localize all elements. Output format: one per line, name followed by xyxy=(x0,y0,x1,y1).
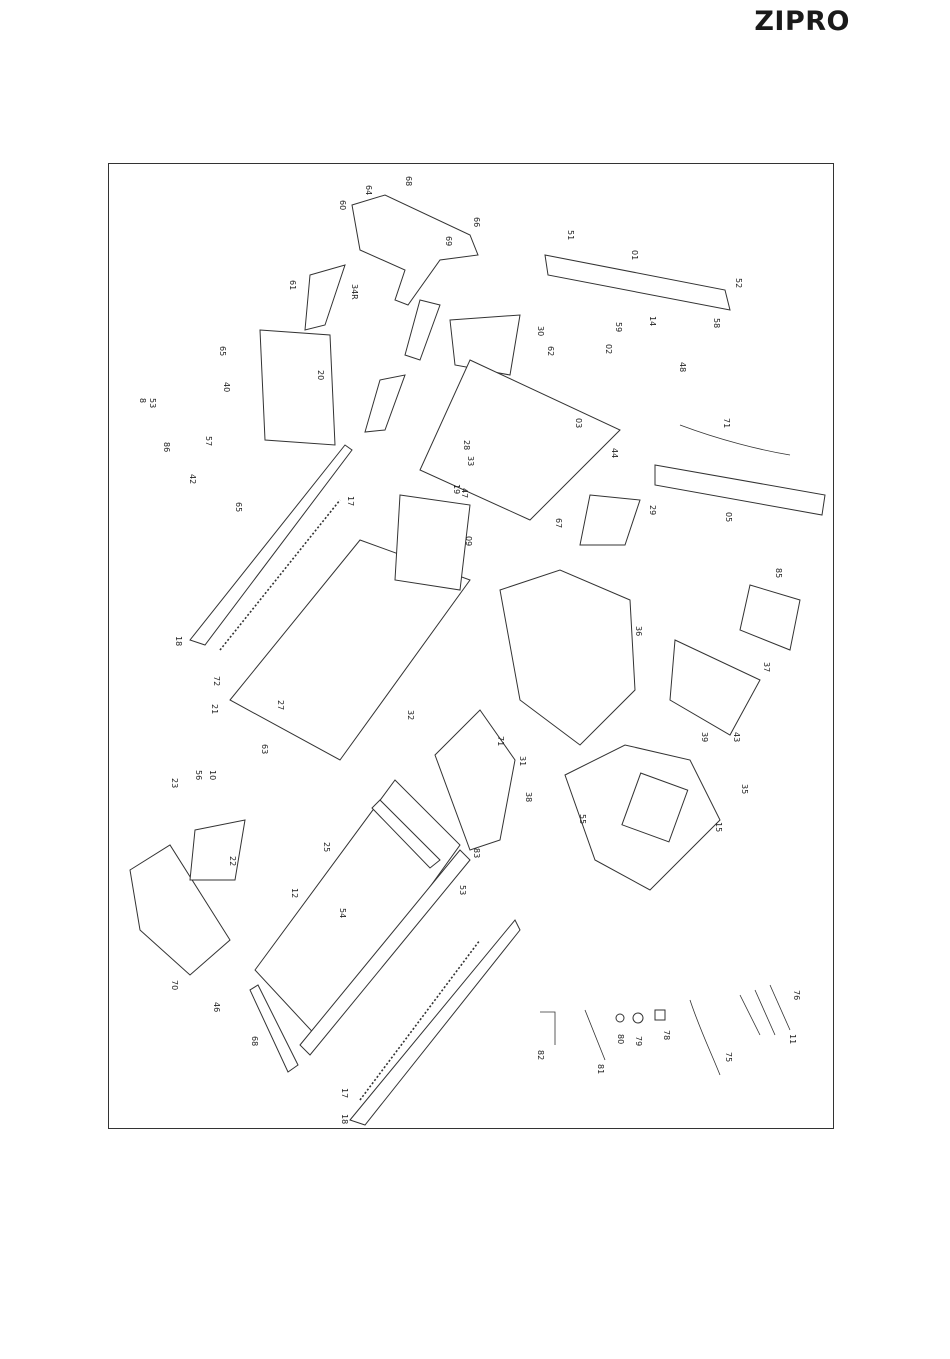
part-label: 60 xyxy=(338,200,347,210)
part-label: 25 xyxy=(322,842,331,852)
part-label: 83 xyxy=(472,848,481,858)
part-label: 68 xyxy=(250,1036,259,1046)
part-label: 28 xyxy=(462,440,471,450)
part-label: 62 xyxy=(546,346,555,356)
part-label: 52 xyxy=(734,278,743,288)
part-label: 67 xyxy=(554,518,563,528)
part-label: 11 xyxy=(788,1034,797,1044)
part-label: 70 xyxy=(170,980,179,990)
part-label: 64 xyxy=(364,185,373,195)
part-label: 29 xyxy=(648,505,657,515)
part-label: 56 xyxy=(194,770,203,780)
part-label: 59 xyxy=(614,322,623,332)
part-label: 44 xyxy=(610,448,619,458)
part-label: 55 xyxy=(578,814,587,824)
part-label: 15 xyxy=(714,822,723,832)
part-label: 30 xyxy=(536,326,545,336)
part-label: 43 xyxy=(732,732,741,742)
part-label: 39 xyxy=(700,732,709,742)
part-label: 82 xyxy=(536,1050,545,1060)
part-label: 65 xyxy=(218,346,227,356)
part-label: 46 xyxy=(212,1002,221,1012)
part-label: 32 xyxy=(406,710,415,720)
part-label: 42 xyxy=(188,474,197,484)
part-label: 18 xyxy=(174,636,183,646)
part-label: 8 xyxy=(138,398,147,403)
part-label: 86 xyxy=(162,442,171,452)
part-label: 76 xyxy=(792,990,801,1000)
part-label: 37 xyxy=(762,662,771,672)
part-label: 03 xyxy=(574,418,583,428)
part-label: 78 xyxy=(662,1030,671,1040)
part-label: 18 xyxy=(340,1114,349,1124)
part-label: 35 xyxy=(740,784,749,794)
part-label: 23 xyxy=(170,778,179,788)
part-label: 66 xyxy=(472,217,481,227)
front-end-cap xyxy=(130,820,245,975)
part-label: 85 xyxy=(774,568,783,578)
part-label: 65 xyxy=(234,502,243,512)
part-label: 19 xyxy=(452,484,461,494)
part-label: 71 xyxy=(722,418,731,428)
part-label: 34R xyxy=(350,284,359,300)
part-label: 05 xyxy=(724,512,733,522)
part-label: 51 xyxy=(566,230,575,240)
part-label: 61 xyxy=(288,280,297,290)
part-label: 22 xyxy=(228,856,237,866)
accessories xyxy=(540,425,790,1075)
part-label: 54 xyxy=(338,908,347,918)
part-label: 58 xyxy=(712,318,721,328)
part-label: 33 xyxy=(466,456,475,466)
part-label: 14 xyxy=(648,316,657,326)
part-label: 80 xyxy=(616,1034,625,1044)
part-label: 69 xyxy=(444,236,453,246)
part-label: 21 xyxy=(210,704,219,714)
part-label: 10 xyxy=(208,770,217,780)
part-label: 57 xyxy=(204,436,213,446)
part-label: 36 xyxy=(634,626,643,636)
part-label: 12 xyxy=(290,888,299,898)
part-label: 75 xyxy=(724,1052,733,1062)
part-label: 53 xyxy=(458,885,467,895)
part-label: 09 xyxy=(464,536,473,546)
part-label: 79 xyxy=(634,1036,643,1046)
part-label: 53 xyxy=(148,398,157,408)
part-label: 63 xyxy=(260,744,269,754)
part-label: 17 xyxy=(346,496,355,506)
part-label: 01 xyxy=(630,250,639,260)
part-label: 31 xyxy=(518,756,527,766)
part-label: 17 xyxy=(340,1088,349,1098)
part-label: 68 xyxy=(404,176,413,186)
part-label: 02 xyxy=(604,344,613,354)
part-label: 40 xyxy=(222,382,231,392)
part-label: 81 xyxy=(596,1064,605,1074)
part-label: 72 xyxy=(212,676,221,686)
part-label: 48 xyxy=(678,362,687,372)
part-label: 38 xyxy=(524,792,533,802)
part-label: 71 xyxy=(496,736,505,746)
part-label: 20 xyxy=(316,370,325,380)
part-label: 27 xyxy=(276,700,285,710)
